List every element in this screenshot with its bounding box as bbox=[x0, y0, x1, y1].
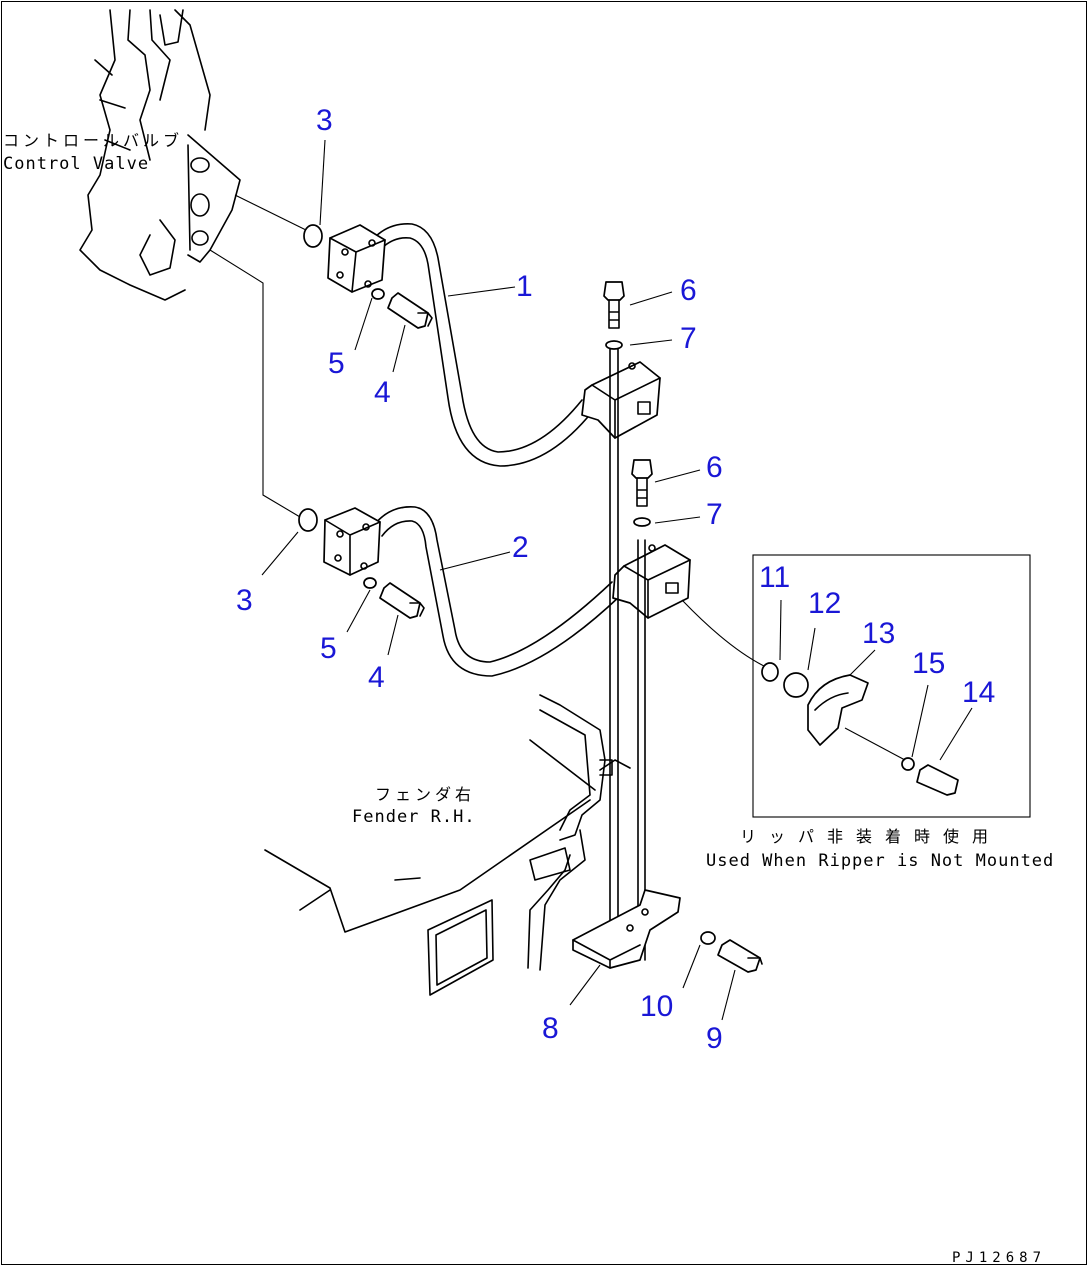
inset-label-ja: リッパ非装着時使用 bbox=[740, 827, 1001, 846]
callout-6-lower: 6 bbox=[706, 451, 723, 484]
callout-6-upper: 6 bbox=[680, 274, 697, 307]
callout-12: 12 bbox=[808, 587, 841, 620]
control-valve-label-ja: コントロールバルブ bbox=[3, 131, 183, 150]
fender bbox=[264, 694, 613, 996]
o-ring-upper bbox=[303, 224, 323, 248]
drawing-code: PJ12687 bbox=[952, 1250, 1046, 1266]
callout-9: 9 bbox=[706, 1022, 723, 1055]
callout-7-lower: 7 bbox=[706, 498, 723, 531]
callout-15: 15 bbox=[912, 647, 945, 680]
o-ring-lower bbox=[298, 508, 318, 532]
bracket bbox=[572, 889, 681, 969]
fender-label-en: Fender R.H. bbox=[352, 807, 476, 827]
callout-4-lower: 4 bbox=[368, 661, 385, 694]
callout-1: 1 bbox=[516, 270, 533, 303]
control-valve-label-en: Control Valve bbox=[3, 154, 149, 174]
callout-13: 13 bbox=[862, 617, 895, 650]
callout-14: 14 bbox=[962, 676, 995, 709]
tube-upper bbox=[327, 223, 661, 467]
callout-3-lower: 3 bbox=[236, 584, 253, 617]
callout-10: 10 bbox=[640, 990, 673, 1023]
callout-11: 11 bbox=[759, 561, 790, 594]
inset-label-en: Used When Ripper is Not Mounted bbox=[706, 851, 1054, 871]
callout-7-upper: 7 bbox=[680, 322, 697, 355]
callout-8: 8 bbox=[542, 1012, 559, 1045]
control-valve bbox=[79, 9, 241, 301]
callout-5-upper: 5 bbox=[328, 347, 345, 380]
callout-4-upper: 4 bbox=[374, 376, 391, 409]
callout-3-upper: 3 bbox=[316, 104, 333, 137]
tube-lower bbox=[323, 506, 691, 677]
callout-5-lower: 5 bbox=[320, 632, 337, 665]
callout-2: 2 bbox=[512, 531, 529, 564]
inset-box bbox=[752, 554, 1031, 818]
fender-label-ja: フェンダ右 bbox=[375, 785, 475, 804]
